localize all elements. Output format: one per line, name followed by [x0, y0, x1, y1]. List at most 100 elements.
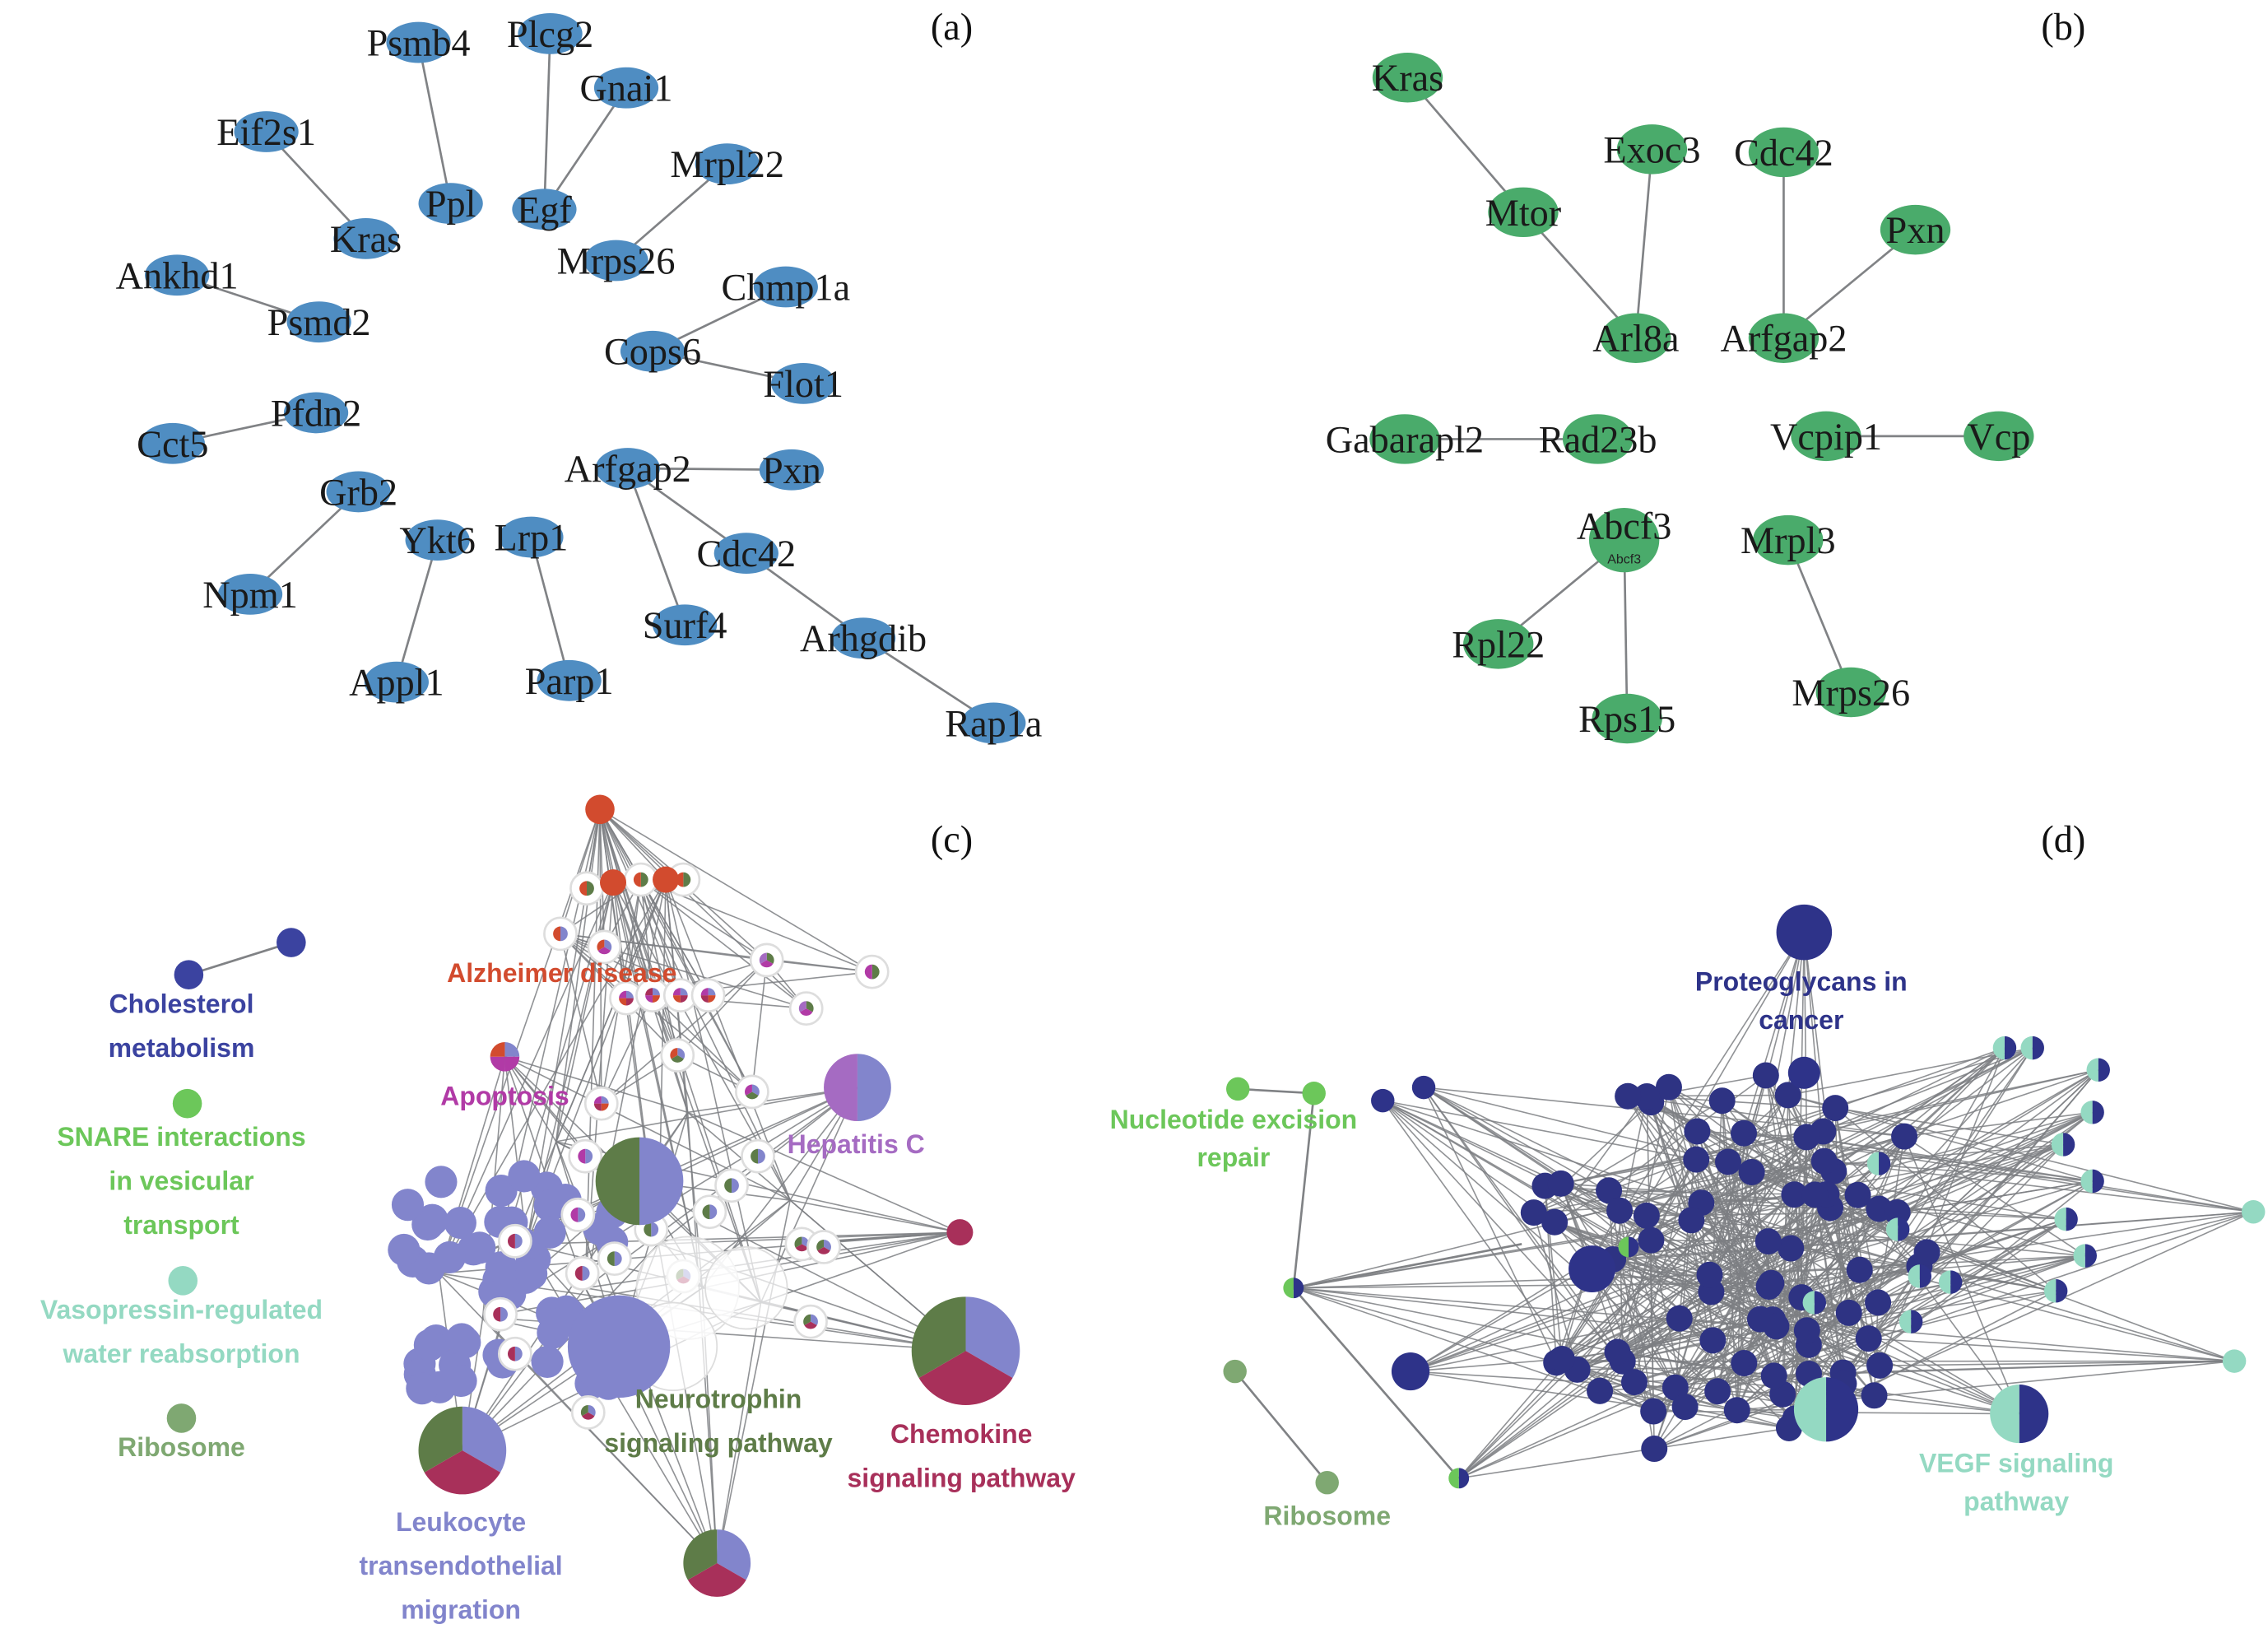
hub-node-alz[interactable]	[585, 794, 615, 825]
core-gene-node-45[interactable]	[1666, 1305, 1693, 1332]
gene-node-chmp1a[interactable]: Chmp1a	[722, 267, 851, 309]
core-gene-node-9[interactable]	[1620, 1369, 1648, 1396]
cholesterol-node-1[interactable]	[174, 960, 204, 989]
nucleotide-node-1[interactable]	[1226, 1077, 1250, 1101]
core-gene-node-40[interactable]	[1774, 1082, 1801, 1109]
leukocyte-gene-node-15[interactable]	[533, 1216, 566, 1249]
core-gene-node-27[interactable]	[1684, 1118, 1711, 1145]
gene-node-kras[interactable]: Kras	[1372, 53, 1443, 103]
core-gene-node-76[interactable]	[1891, 1123, 1918, 1150]
leukocyte-gene-node-47[interactable]	[406, 1372, 439, 1405]
leukocyte-gene-node-54[interactable]	[531, 1345, 564, 1378]
gene-node-pxn[interactable]: Pxn	[759, 449, 825, 491]
gene-node-pfdn2[interactable]: Pfdn2	[271, 392, 361, 434]
outer-node-5[interactable]	[1569, 1245, 1615, 1293]
core-gene-node-38[interactable]	[1754, 1228, 1782, 1255]
pie-node-20[interactable]	[692, 1194, 727, 1230]
core-gene-node-51[interactable]	[1641, 1436, 1668, 1463]
leukocyte-gene-node-33[interactable]	[485, 1251, 518, 1284]
gene-node-arfgap2[interactable]: Arfgap2	[565, 448, 691, 490]
gene-node-cdc42[interactable]: Cdc42	[696, 533, 796, 575]
core-gene-node-66[interactable]	[1855, 1325, 1882, 1352]
vasopressin-node[interactable]	[168, 1266, 198, 1296]
pie-node-1[interactable]	[623, 862, 658, 897]
leukocyte-gene-node-10[interactable]	[425, 1166, 458, 1198]
gene-node-lrp1[interactable]: Lrp1	[495, 517, 569, 559]
core-gene-node-62[interactable]	[1781, 1181, 1808, 1208]
core-gene-node-46[interactable]	[1738, 1158, 1765, 1185]
pie-node-0[interactable]	[569, 871, 604, 906]
core-gene-node-26[interactable]	[1723, 1397, 1750, 1424]
outer-node-23[interactable]	[1885, 1217, 1910, 1241]
core-gene-node-4[interactable]	[1844, 1181, 1871, 1208]
gene-node-mrps26[interactable]: Mrps26	[557, 240, 676, 282]
pie-node-27[interactable]	[497, 1336, 532, 1371]
core-gene-node-67[interactable]	[1846, 1256, 1873, 1283]
core-gene-node-71[interactable]	[1715, 1148, 1742, 1175]
pie-node-24[interactable]	[806, 1230, 841, 1264]
core-gene-node-60[interactable]	[1678, 1207, 1705, 1234]
outer-node-18[interactable]	[2222, 1349, 2247, 1373]
outer-node-8[interactable]	[1992, 1036, 2017, 1060]
core-gene-node-64[interactable]	[1731, 1119, 1758, 1147]
hub-node-big2[interactable]	[567, 1295, 671, 1399]
pie-node-16[interactable]	[560, 1197, 596, 1232]
outer-node-22[interactable]	[1866, 1152, 1891, 1175]
outer-node-4[interactable]	[1391, 1352, 1430, 1391]
outer-node-7[interactable]	[1990, 1385, 2049, 1444]
pie-node-17[interactable]	[565, 1256, 600, 1291]
outer-node-1[interactable]	[1787, 1056, 1820, 1089]
gene-node-rap1a[interactable]: Rap1a	[945, 702, 1042, 744]
pie-node-22[interactable]	[741, 1138, 775, 1174]
core-gene-node-37[interactable]	[1708, 1087, 1736, 1115]
gene-node-flot1[interactable]: Flot1	[763, 363, 844, 405]
outer-node-13[interactable]	[2080, 1169, 2104, 1194]
gene-node-rps15[interactable]: Rps15	[1578, 693, 1675, 744]
pie-node-28[interactable]	[570, 1394, 606, 1430]
outer-node-20[interactable]	[1448, 1468, 1470, 1489]
snare-node[interactable]	[172, 1088, 202, 1119]
core-gene-node-42[interactable]	[1746, 1306, 1773, 1333]
cholesterol-node-2[interactable]	[277, 928, 306, 957]
core-gene-node-15[interactable]	[1541, 1208, 1569, 1236]
outer-node-11[interactable]	[2080, 1101, 2104, 1124]
core-gene-node-36[interactable]	[1793, 1317, 1820, 1344]
core-gene-node-25[interactable]	[1606, 1197, 1634, 1224]
core-gene-node-74[interactable]	[1683, 1146, 1710, 1173]
pie-node-8[interactable]	[690, 978, 726, 1012]
gene-node-egf[interactable]: Egf	[512, 188, 577, 230]
gene-node-arl8a[interactable]: Arl8a	[1592, 313, 1679, 363]
core-gene-node-3[interactable]	[1596, 1177, 1623, 1204]
hub-node-alz3[interactable]	[653, 866, 680, 893]
leukocyte-gene-node-36[interactable]	[445, 1323, 478, 1356]
pie-node-25[interactable]	[497, 1223, 532, 1259]
gene-node-ppl[interactable]: Ppl	[418, 183, 483, 225]
core-gene-node-69[interactable]	[1801, 1181, 1829, 1208]
gene-node-kras[interactable]: Kras	[330, 218, 402, 260]
core-gene-node-72[interactable]	[1793, 1124, 1820, 1151]
gene-node-ankhd1[interactable]: Ankhd1	[116, 254, 239, 296]
gene-node-vcpip1[interactable]: Vcpip1	[1770, 411, 1882, 462]
core-gene-node-78[interactable]	[1822, 1095, 1849, 1122]
gene-node-gnai1[interactable]: Gnai1	[580, 67, 673, 109]
hub-node-chem[interactable]	[911, 1296, 1020, 1405]
gene-node-cops6[interactable]: Cops6	[604, 331, 701, 373]
outer-node-0[interactable]	[1776, 904, 1833, 961]
outer-node-19[interactable]	[1283, 1278, 1304, 1299]
ribosome-node-2[interactable]	[1315, 1470, 1339, 1495]
core-gene-node-20[interactable]	[1640, 1398, 1667, 1425]
gene-node-psmd2[interactable]: Psmd2	[267, 301, 371, 343]
pie-node-18[interactable]	[597, 1241, 632, 1277]
hub-node-alz2[interactable]	[600, 869, 627, 896]
gene-node-appl1[interactable]: Appl1	[349, 662, 444, 704]
outer-node-16[interactable]	[2043, 1279, 2068, 1303]
hub-node-leuk[interactable]	[418, 1406, 507, 1495]
core-gene-node-22[interactable]	[1778, 1235, 1805, 1262]
hub-node-bottom[interactable]	[683, 1529, 751, 1597]
leukocyte-gene-node-52[interactable]	[391, 1189, 425, 1222]
pie-node-26[interactable]	[483, 1296, 518, 1332]
core-gene-node-57[interactable]	[1634, 1082, 1661, 1110]
pie-node-12[interactable]	[660, 1038, 695, 1073]
core-gene-node-58[interactable]	[1760, 1362, 1787, 1389]
